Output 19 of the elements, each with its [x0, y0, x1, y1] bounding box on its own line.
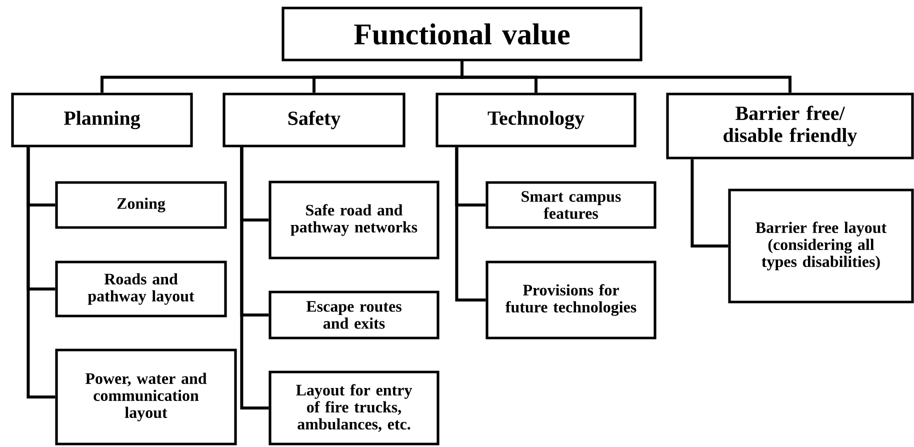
connector-line	[26, 147, 56, 398]
category-box: Technology	[436, 92, 636, 148]
category-box: Safety	[222, 92, 406, 148]
category-box: Planning	[11, 92, 193, 148]
item-box: Safe road and pathway networks	[268, 180, 440, 260]
item-box: Provisions for future technologies	[486, 260, 656, 340]
title-box: Functional value	[282, 6, 642, 62]
item-box: Power, water and communication layout	[55, 348, 237, 446]
item-box: Escape routes and exits	[268, 290, 440, 340]
item-box: Roads and pathway layout	[55, 260, 227, 318]
connector-line	[455, 147, 486, 302]
item-box: Zoning	[55, 181, 227, 229]
item-box: Smart campus features	[486, 181, 656, 229]
connector-line	[690, 159, 728, 248]
category-box: Barrier free/ disable friendly	[666, 92, 914, 160]
connector-line	[240, 147, 269, 410]
item-box: Layout for entry of fire trucks, ambulances, etc.	[268, 370, 440, 446]
connector-line	[460, 61, 792, 93]
item-box: Barrier free layout (considering all types disabilities)	[728, 188, 914, 304]
